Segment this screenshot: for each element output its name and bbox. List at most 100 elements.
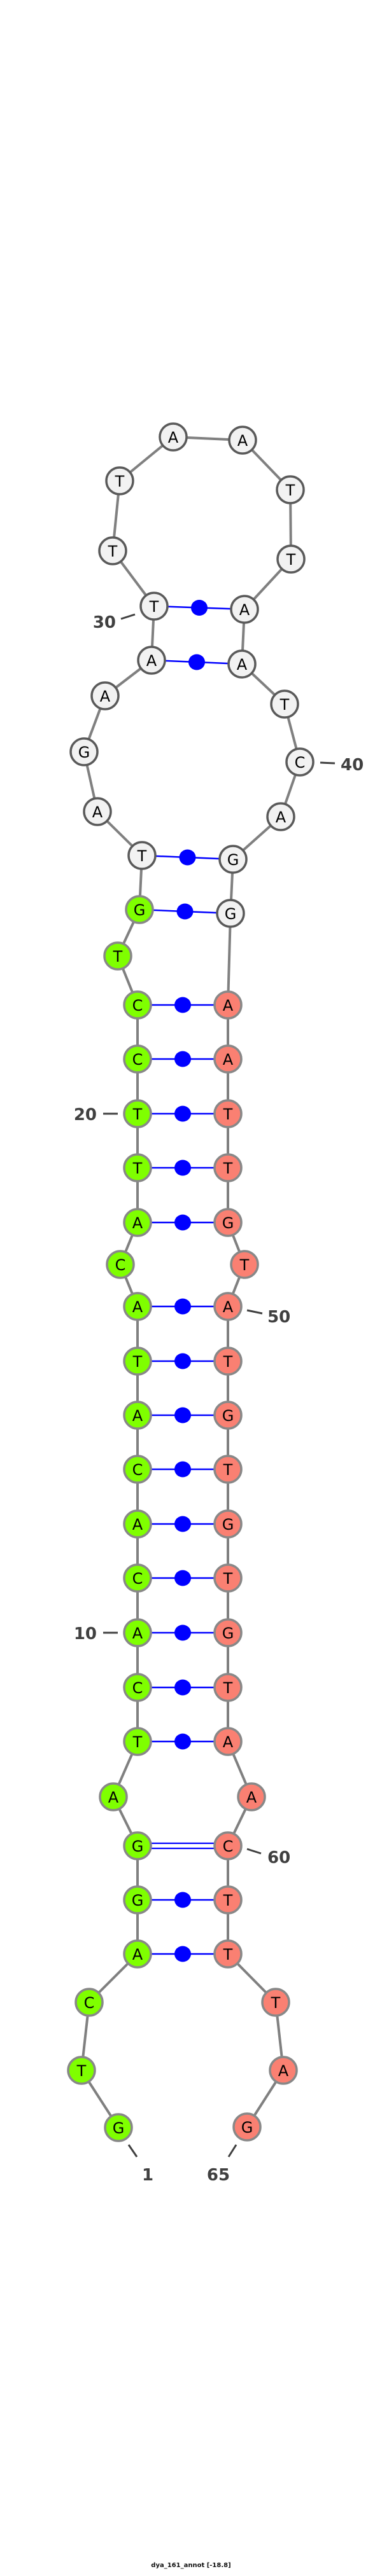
nucleotide-letter: G	[222, 1624, 234, 1642]
au-pair	[138, 1051, 228, 1067]
nucleotide-letter: C	[132, 1051, 143, 1069]
nucleotide-letter: T	[286, 551, 296, 569]
label-number: 30	[93, 613, 116, 632]
nucleotide-circle	[261, 1988, 290, 2017]
nucleotide-circle	[123, 990, 152, 1020]
nucleotide-letter: C	[132, 1679, 143, 1697]
pair-dot	[174, 1733, 191, 1750]
nucleotide-2: T	[67, 2056, 96, 2085]
nucleotide-circle	[230, 595, 259, 624]
nucleotide-54: G	[213, 1509, 243, 1539]
position-label-20: 20	[74, 1105, 118, 1125]
nucleotide-60: C	[213, 1831, 243, 1860]
pair-dot	[174, 1407, 191, 1423]
nucleotide-5: G	[123, 1885, 152, 1915]
nucleotide-letter: A	[276, 808, 286, 826]
nucleotide-circle	[123, 1401, 152, 1430]
nucleotide-circle	[237, 1782, 266, 1811]
nucleotide-26: A	[83, 797, 112, 826]
nucleotide-letter: G	[132, 1838, 144, 1855]
au-pair	[138, 1160, 228, 1176]
nucleotide-letter: T	[223, 1105, 233, 1123]
position-label-30: 30	[93, 613, 136, 632]
au-pair	[141, 849, 234, 866]
nucleotide-20: T	[123, 1099, 152, 1128]
nucleotide-circle	[105, 466, 134, 495]
au-pair	[151, 654, 243, 670]
nucleotide-6: G	[123, 1831, 152, 1860]
nucleotide-letter: A	[92, 803, 103, 821]
nucleotide-circle	[213, 1292, 243, 1321]
nucleotide-circle	[269, 2056, 298, 2085]
nucleotide-letter: A	[239, 601, 250, 619]
nucleotide-letter: A	[223, 1298, 234, 1316]
nucleotide-circle	[213, 1044, 243, 1074]
nucleotide-letter: T	[132, 1733, 143, 1751]
position-label-10: 10	[74, 1624, 118, 1644]
au-pair	[138, 1461, 228, 1478]
nucleotide-letter: A	[146, 652, 157, 670]
pair-dot	[174, 1214, 191, 1231]
nucleotide-circle	[213, 1509, 243, 1539]
nucleotide-letter: T	[149, 598, 159, 616]
nucleotide-circle	[270, 689, 299, 719]
nucleotide-circle	[213, 1563, 243, 1593]
nucleotide-letter: A	[132, 1407, 143, 1425]
nucleotide-58: A	[213, 1727, 243, 1756]
nucleotide-56: G	[213, 1618, 243, 1647]
nucleotide-circle	[103, 941, 132, 971]
nucleotide-11: C	[123, 1563, 152, 1593]
nucleotide-circle	[127, 841, 157, 870]
backbone-segment	[227, 913, 232, 1006]
label-tick	[120, 613, 136, 620]
nucleotide-circle	[213, 1347, 243, 1376]
nucleotide-circle	[227, 649, 257, 679]
nucleotide-letter: T	[137, 847, 147, 865]
nucleotide-35: T	[276, 475, 305, 504]
label-number: 1	[142, 2166, 153, 2185]
nucleotide-circle	[123, 1939, 152, 1969]
nucleotide-letter: T	[239, 1256, 250, 1274]
nucleotide-letter: T	[113, 948, 123, 966]
label-tick	[227, 2144, 237, 2157]
nucleotide-letter: G	[132, 1892, 144, 1909]
nucleotide-25: T	[127, 841, 157, 870]
nucleotide-letter: A	[108, 1789, 119, 1806]
nucleotide-circle	[232, 2112, 262, 2142]
label-number: 10	[74, 1624, 97, 1644]
pair-dot	[174, 1160, 191, 1176]
nucleotide-letter: T	[223, 1946, 233, 1963]
nucleotide-circle	[213, 1939, 243, 1969]
nucleotide-48: G	[213, 1208, 243, 1237]
nucleotide-circle	[106, 1250, 135, 1279]
nucleotide-14: A	[123, 1401, 152, 1430]
nucleotide-circle	[123, 1455, 152, 1484]
label-tick	[246, 1848, 262, 1855]
nucleotide-27: G	[69, 737, 99, 766]
nucleotide-circle	[213, 1208, 243, 1237]
nucleotide-letter: T	[279, 696, 290, 714]
pair-dot	[174, 997, 191, 1013]
pair-dot	[174, 1679, 191, 1696]
nucleotide-letter: G	[113, 2119, 125, 2137]
nucleotide-circle	[213, 1618, 243, 1647]
diagram-caption: dya_161_annot [-18.8]	[151, 2562, 231, 2569]
nucleotide-61: T	[213, 1885, 243, 1915]
nucleotide-circle	[276, 544, 306, 574]
nucleotide-circle	[213, 1401, 243, 1430]
nucleotide-letter: C	[132, 1570, 143, 1588]
nucleotide-letter: A	[132, 1516, 143, 1534]
nucleotide-circle	[276, 475, 305, 504]
nucleotide-letter: A	[223, 1733, 234, 1751]
pair-dot	[174, 1461, 191, 1478]
nucleotide-letter: A	[278, 2062, 289, 2080]
au-pair	[138, 1733, 228, 1750]
au-pair	[138, 1516, 228, 1532]
nucleotide-letter: A	[237, 432, 248, 450]
pair-dot	[179, 849, 196, 866]
pair-dot	[174, 1946, 191, 1962]
nucleotide-34: A	[228, 426, 257, 455]
nucleotide-letter: A	[246, 1789, 257, 1806]
pair-dot	[174, 1624, 191, 1641]
